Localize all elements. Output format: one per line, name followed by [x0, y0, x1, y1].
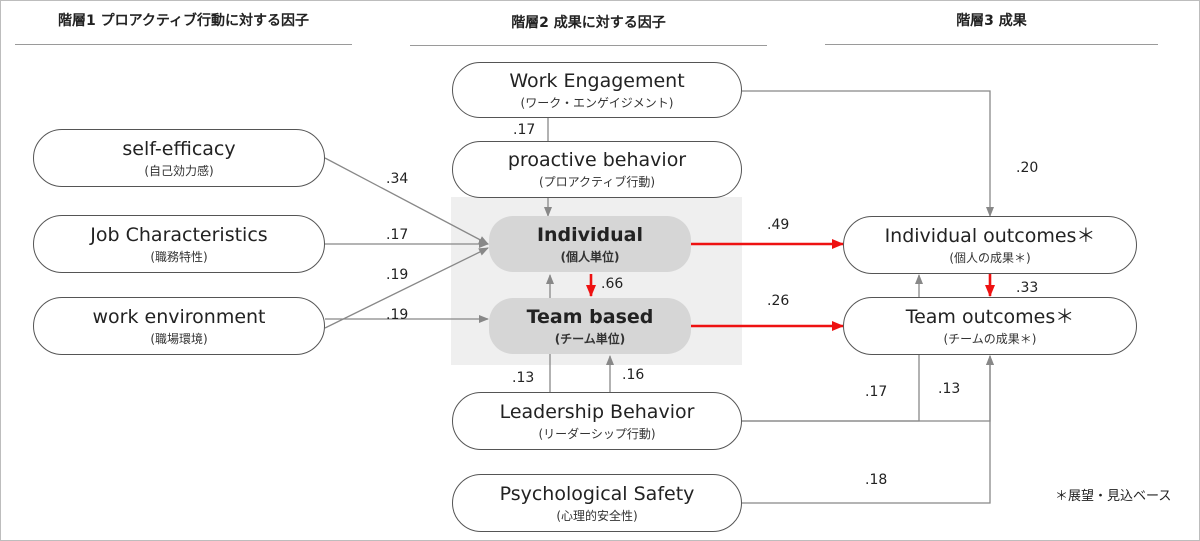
coef-individual-to-indiv-outcomes: .49 — [767, 217, 790, 233]
node-team-based: Team based (チーム単位) — [489, 298, 691, 354]
arrow-work-env-to-individual — [324, 247, 489, 329]
node-label: Psychological Safety — [499, 482, 695, 505]
level3-heading: 階層3 成果 — [956, 13, 1027, 29]
node-sublabel: (心理的安全性) — [556, 508, 638, 523]
level1-rule — [15, 44, 352, 45]
node-label: Job Characteristics — [90, 223, 268, 246]
level2-heading: 階層2 成果に対する因子 — [511, 15, 666, 31]
coef-work-env-to-team: .19 — [386, 307, 409, 323]
coef-indiv-outcomes-to-team-outcomes: .33 — [1016, 280, 1039, 296]
node-label: Leadership Behavior — [499, 400, 695, 423]
node-label: Individual outcomes＊ — [884, 224, 1096, 247]
node-psychological-safety: Psychological Safety (心理的安全性) — [452, 474, 742, 532]
node-sublabel: (職務特性) — [150, 249, 208, 264]
node-label: Team outcomes＊ — [905, 305, 1075, 328]
coef-engagement-to-indiv-outcomes: .20 — [1016, 160, 1039, 176]
node-sublabel: (自己効力感) — [144, 163, 214, 178]
node-proactive-behavior: proactive behavior (プロアクティブ行動) — [452, 141, 742, 198]
footnote: ＊展望・見込ベース — [1055, 489, 1172, 504]
node-label: Work Engagement — [509, 69, 685, 92]
coef-leadership-to-individual: .13 — [512, 370, 535, 386]
node-team-outcomes: Team outcomes＊ (チームの成果＊) — [843, 297, 1137, 355]
node-sublabel: (プロアクティブ行動) — [538, 175, 656, 189]
node-label: proactive behavior — [507, 149, 687, 171]
node-leadership-behavior: Leadership Behavior (リーダーシップ行動) — [452, 392, 742, 450]
coef-leadership-to-team: .16 — [622, 367, 645, 383]
node-work-engagement: Work Engagement (ワーク・エンゲイジメント) — [452, 62, 742, 118]
coef-work-env-to-individual: .19 — [386, 267, 409, 283]
coef-individual-to-team: .66 — [601, 276, 624, 292]
coef-job-char-to-individual: .17 — [386, 227, 409, 243]
node-work-environment: work environment (職場環境) — [33, 297, 325, 355]
coef-psych-safety-to-team-outcomes: .18 — [865, 472, 888, 488]
node-sublabel: (チーム単位) — [554, 331, 626, 346]
level1-heading: 階層1 プロアクティブ行動に対する因子 — [57, 13, 310, 29]
node-label: work environment — [92, 305, 266, 328]
coef-self-efficacy-to-individual: .34 — [386, 171, 409, 187]
coef-leadership-to-indiv-outcomes: .17 — [865, 384, 888, 400]
node-sublabel: (ワーク・エンゲイジメント) — [520, 95, 674, 110]
level2-rule — [410, 45, 767, 46]
arrow-self-efficacy-to-individual — [324, 157, 489, 245]
node-individual: Individual (個人単位) — [489, 216, 691, 272]
node-label: Individual — [536, 223, 644, 246]
node-sublabel: (個人の成果＊) — [949, 250, 1031, 265]
arrow-engagement-to-indiv-outcomes — [742, 90, 994, 217]
node-sublabel: (リーダーシップ行動) — [538, 426, 656, 441]
node-sublabel: (チームの成果＊) — [943, 331, 1037, 346]
coef-leadership-to-team-outcomes: .13 — [938, 381, 961, 397]
node-label: Team based — [526, 305, 654, 328]
node-sublabel: (職場環境) — [150, 331, 208, 346]
node-sublabel: (個人単位) — [560, 249, 620, 264]
arrow-psych-safety-to-team-outcomes — [742, 355, 994, 504]
node-job-characteristics: Job Characteristics (職務特性) — [33, 215, 325, 273]
coef-team-to-team-outcomes: .26 — [767, 293, 790, 309]
node-individual-outcomes: Individual outcomes＊ (個人の成果＊) — [843, 216, 1137, 274]
node-label: self-efficacy — [122, 137, 236, 160]
coef-engagement-to-proactive: .17 — [513, 122, 536, 138]
node-self-efficacy: self-efficacy (自己効力感) — [33, 129, 325, 187]
level3-rule — [825, 44, 1158, 45]
